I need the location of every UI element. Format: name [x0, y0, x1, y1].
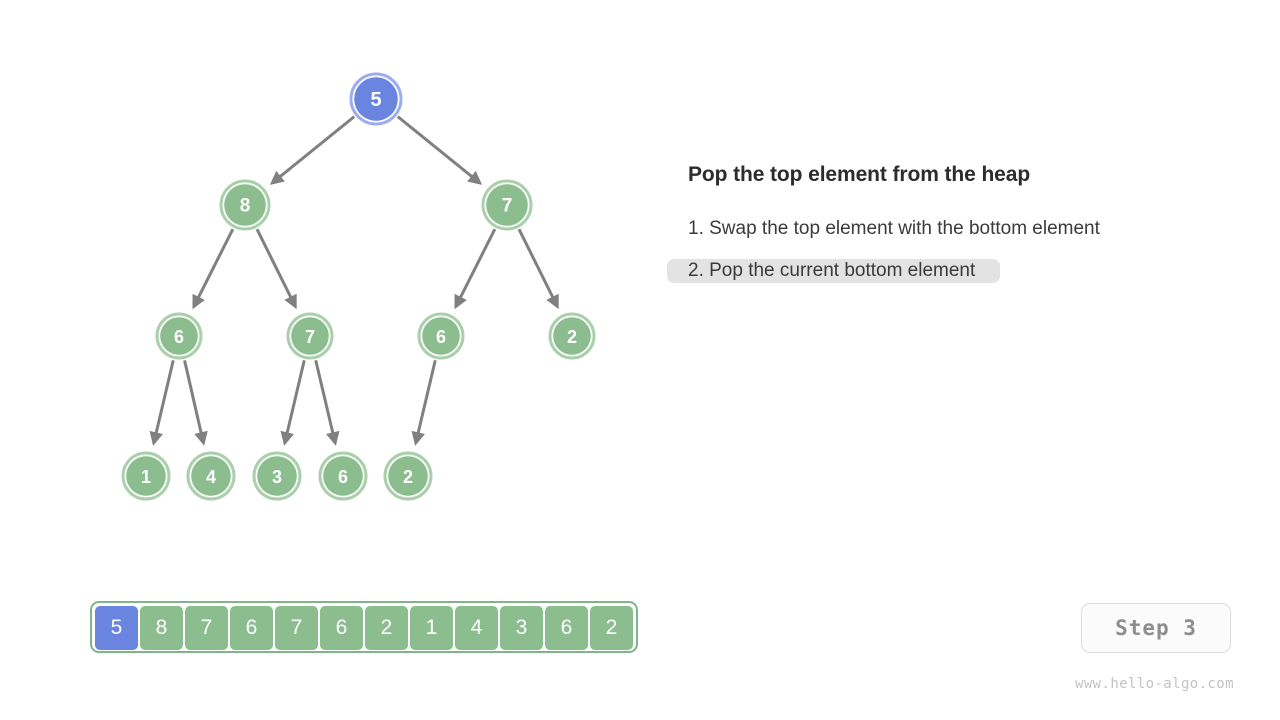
array-cell-8[interactable]: 4	[455, 606, 498, 650]
panel-step-text: 1. Swap the top element with the bottom …	[688, 218, 1100, 239]
tree-edge	[517, 228, 559, 310]
tree-node-circle	[486, 184, 528, 226]
tree-node-circle	[422, 317, 460, 355]
tree-edge	[454, 228, 497, 310]
tree-node-ring	[481, 179, 533, 231]
tree-edge	[411, 359, 437, 446]
instruction-panel: Pop the top element from the heap 1. Swa…	[667, 163, 1228, 292]
panel-title: Pop the top element from the heap	[688, 163, 1031, 186]
tree-node[interactable]: 6	[318, 451, 368, 501]
tree-node-label: 6	[436, 327, 446, 347]
array-cell-5[interactable]: 6	[320, 606, 363, 650]
tree-edge	[183, 360, 208, 446]
tree-node-ring	[417, 312, 465, 360]
tree-node[interactable]: 7	[286, 312, 334, 360]
tree-node[interactable]: 6	[417, 312, 465, 360]
array-cell-0[interactable]: 5	[95, 606, 138, 650]
tree-node-label: 5	[370, 89, 381, 111]
tree-node-circle	[323, 456, 363, 496]
tree-node-label: 2	[567, 327, 577, 347]
array-cell-7[interactable]: 1	[410, 606, 453, 650]
tree-edge	[269, 115, 356, 185]
tree-node-ring	[318, 451, 368, 501]
tree-node-layer: 5 8 7 6 7 6 2 1 4 3 6 2	[121, 72, 596, 501]
tree-node-circle	[191, 456, 231, 496]
tree-edge	[149, 359, 175, 446]
tree-node-circle	[224, 184, 266, 226]
array-cell-3[interactable]: 6	[230, 606, 273, 650]
tree-node-ring	[252, 451, 302, 501]
tree-node[interactable]: 7	[481, 179, 533, 231]
tree-node-label: 7	[502, 196, 513, 217]
tree-node-circle	[553, 317, 591, 355]
tree-node[interactable]: 2	[548, 312, 596, 360]
tree-edge-layer	[149, 115, 559, 446]
tree-node[interactable]: 2	[383, 451, 433, 501]
tree-edge	[314, 359, 340, 446]
tree-node-circle	[126, 456, 166, 496]
array-cell-6[interactable]: 2	[365, 606, 408, 650]
tree-node[interactable]: 4	[186, 451, 236, 501]
array-cell-11[interactable]: 2	[590, 606, 633, 650]
tree-node-ring	[286, 312, 334, 360]
watermark: www.hello-algo.com	[1075, 676, 1234, 692]
tree-node-ring	[219, 179, 271, 231]
tree-edge	[192, 228, 235, 310]
array-cell-1[interactable]: 8	[140, 606, 183, 650]
array-cell-10[interactable]: 6	[545, 606, 588, 650]
tree-node-ring	[349, 72, 403, 126]
tree-node-circle	[388, 456, 428, 496]
tree-node[interactable]: 8	[219, 179, 271, 231]
tree-edge	[280, 359, 306, 446]
tree-node-label: 1	[141, 467, 151, 487]
tree-node-ring	[548, 312, 596, 360]
tree-node-label: 7	[305, 327, 315, 347]
tree-node-circle	[354, 77, 398, 121]
array-cell-2[interactable]: 7	[185, 606, 228, 650]
tree-node-ring	[383, 451, 433, 501]
panel-step-1[interactable]: 1. Swap the top element with the bottom …	[688, 208, 1228, 250]
tree-node-label: 8	[240, 196, 251, 217]
tree-node-label: 6	[174, 327, 184, 347]
tree-node-ring	[186, 451, 236, 501]
tree-node-circle	[160, 317, 198, 355]
array-cell-9[interactable]: 3	[500, 606, 543, 650]
tree-node-label: 6	[338, 467, 348, 487]
panel-step-2[interactable]: 2. Pop the current bottom element	[667, 250, 1228, 292]
tree-node-ring	[155, 312, 203, 360]
tree-edge	[255, 228, 297, 310]
tree-node-ring	[121, 451, 171, 501]
panel-step-list: 1. Swap the top element with the bottom …	[667, 208, 1228, 292]
tree-node[interactable]: 6	[155, 312, 203, 360]
tree-node-circle	[257, 456, 297, 496]
tree-node-label: 3	[272, 467, 282, 487]
tree-edge	[396, 115, 483, 185]
array-cell-4[interactable]: 7	[275, 606, 318, 650]
tree-node[interactable]: 5	[349, 72, 403, 126]
tree-node[interactable]: 1	[121, 451, 171, 501]
tree-node-circle	[291, 317, 329, 355]
tree-node-label: 4	[206, 467, 216, 487]
step-badge: Step 3	[1081, 603, 1231, 653]
tree-node-label: 2	[403, 467, 413, 487]
tree-node[interactable]: 3	[252, 451, 302, 501]
panel-step-highlight: 2. Pop the current bottom element	[667, 259, 1001, 283]
